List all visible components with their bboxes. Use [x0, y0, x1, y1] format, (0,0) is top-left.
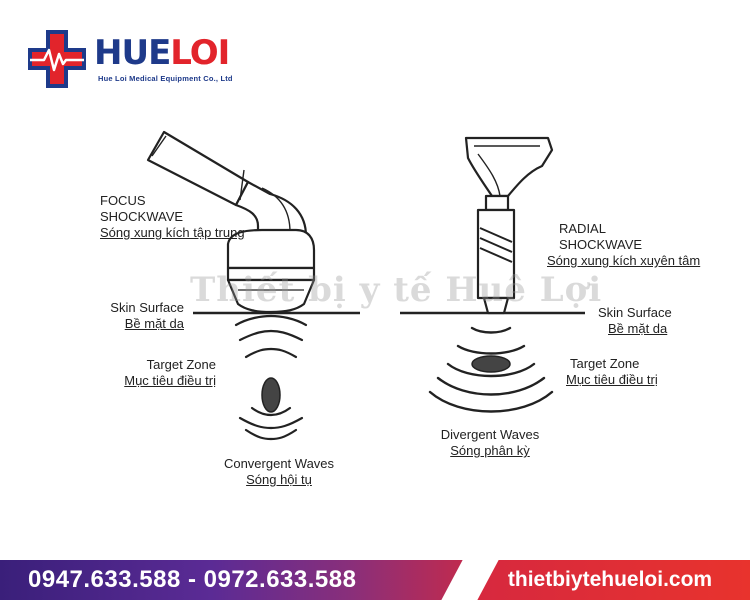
radial-target-zone [471, 355, 511, 373]
focus-target-zone [261, 377, 281, 413]
radial-waves-en: Divergent Waves [440, 427, 540, 442]
focus-target-en: Target Zone [146, 357, 216, 372]
logo-tagline: Hue Loi Medical Equipment Co., Ltd [98, 74, 233, 83]
focus-device-vi: Sóng xung kích tập trung [100, 225, 245, 240]
radial-target-vi: Mục tiêu điều trị [566, 372, 658, 387]
focus-waves-vi: Sóng hội tụ [246, 472, 312, 487]
footer-phone-bar: 0947.633.588 - 0972.633.588 [0, 560, 470, 600]
logo-wordmark: HUELOI [94, 33, 230, 73]
radial-device-en-line2: SHOCKWAVE [559, 237, 643, 252]
phone-numbers[interactable]: 0947.633.588 - 0972.633.588 [28, 566, 357, 593]
radial-target-en: Target Zone [570, 356, 640, 371]
focus-handpiece-illustration [146, 130, 316, 314]
convergent-waves [234, 314, 308, 441]
radial-skin-label: Skin Surface Bề mặt da [598, 305, 672, 337]
radial-target-label: Target Zone Mục tiêu điều trị [566, 356, 658, 388]
divergent-waves [428, 326, 554, 413]
focus-device-en-line1: FOCUS [100, 193, 146, 208]
website-link[interactable]: thietbiytehueloi.com [507, 568, 713, 591]
radial-waves-vi: Sóng phân kỳ [450, 443, 530, 458]
radial-skin-vi: Bề mặt da [608, 321, 668, 336]
focus-waves-label: Convergent Waves Sóng hội tụ [224, 456, 334, 488]
focus-device-en-line2: SHOCKWAVE [100, 209, 184, 224]
radial-device-en-line1: RADIAL [559, 221, 606, 236]
medical-cross-icon [26, 28, 88, 90]
radial-skin-en: Skin Surface [598, 305, 672, 320]
radial-waves-label: Divergent Waves Sóng phân kỳ [441, 427, 540, 459]
focus-skin-label: Skin Surface Bề mặt da [110, 300, 184, 332]
radial-device-label: RADIAL SHOCKWAVE Sóng xung kích xuyên tâ… [547, 221, 700, 269]
company-logo: HUELOI Hue Loi Medical Equipment Co., Lt… [22, 24, 237, 94]
focus-target-vi: Mục tiêu điều trị [124, 373, 216, 388]
contact-footer: 0947.633.588 - 0972.633.588 thietbiytehu… [0, 560, 750, 600]
shockwave-diagram [146, 130, 585, 441]
footer-website-bar: thietbiytehueloi.com [470, 560, 750, 600]
radial-device-vi: Sóng xung kích xuyên tâm [547, 253, 701, 268]
focus-skin-vi: Bề mặt da [124, 316, 184, 331]
focus-target-label: Target Zone Mục tiêu điều trị [124, 357, 216, 389]
focus-skin-en: Skin Surface [110, 300, 184, 315]
focus-device-label: FOCUS SHOCKWAVE Sóng xung kích tập trung [100, 193, 245, 241]
focus-waves-en: Convergent Waves [223, 456, 335, 471]
radial-handpiece-illustration [464, 136, 554, 315]
